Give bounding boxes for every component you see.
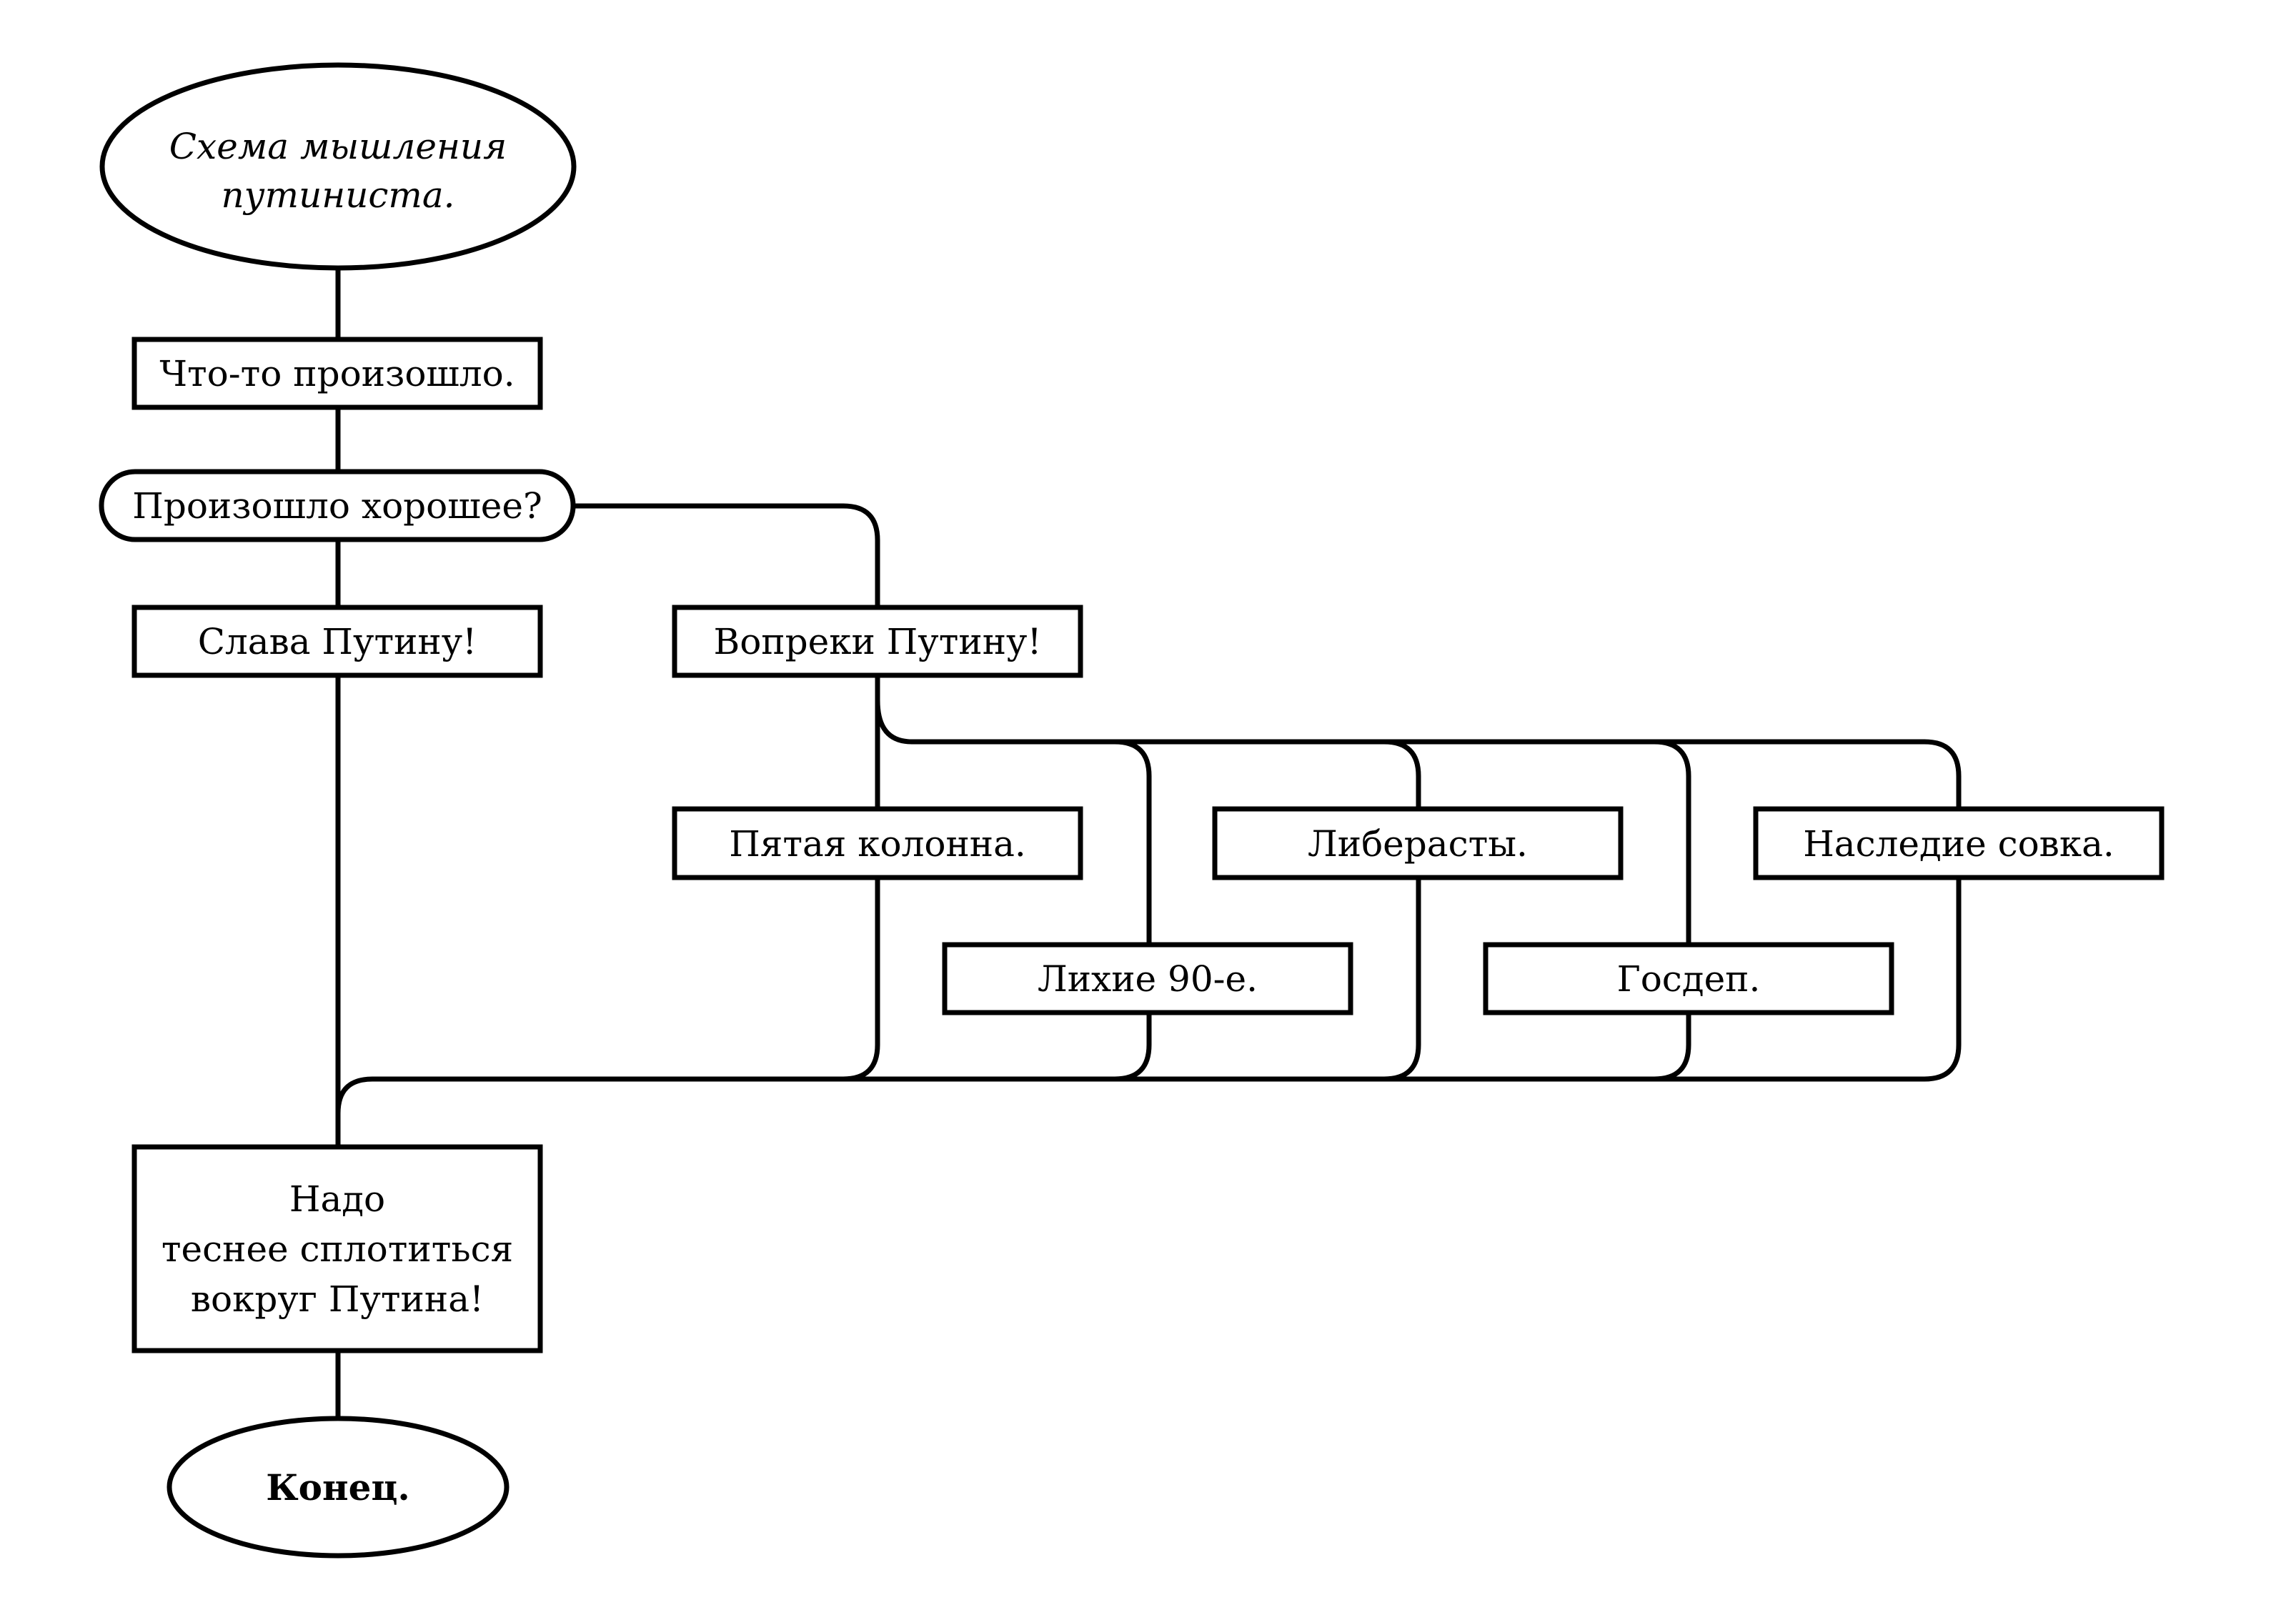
connector-from-fifth-column — [843, 878, 880, 1082]
question-label: Произошло хорошее? — [132, 485, 542, 527]
connector-question-to-no — [572, 503, 880, 607]
start-node: Схема мышления путиниста. — [99, 62, 577, 271]
connector-from-gosdep — [1654, 1013, 1691, 1082]
yes-answer-node: Слава Путину! — [131, 605, 543, 678]
reason-liberasty-label: Либерасты. — [1308, 823, 1528, 865]
reason-fifth-column-box — [672, 806, 1083, 880]
end-ellipse — [167, 1416, 510, 1559]
event-box — [131, 337, 543, 410]
connector-reasons-bottom-bar — [335, 1076, 1924, 1147]
reason-gosdep-node: Госдеп. — [1483, 942, 1894, 1015]
reason-gosdep-label: Госдеп. — [1617, 958, 1761, 1000]
reason-sovok-legacy-box — [1753, 806, 2165, 880]
connectors — [335, 268, 1962, 1418]
conclusion-line2: теснее сплотиться — [161, 1228, 513, 1270]
connector-to-gosdep — [1654, 739, 1691, 945]
start-ellipse — [99, 62, 577, 271]
conclusion-line1: Надо — [289, 1178, 385, 1220]
event-node: Что-то произошло. — [131, 337, 543, 410]
reason-sovok-legacy-label: Наследие совка. — [1803, 823, 2114, 865]
question-box — [99, 469, 576, 542]
no-answer-box — [672, 605, 1083, 678]
connector-from-wild-90s — [1114, 1013, 1152, 1082]
question-node: Произошло хорошее? — [99, 469, 576, 542]
conclusion-line3: вокруг Путина! — [191, 1278, 484, 1320]
no-answer-node: Вопреки Путину! — [672, 605, 1083, 678]
reason-liberasty-box — [1212, 806, 1624, 880]
yes-answer-label: Слава Путину! — [198, 621, 477, 662]
end-label: Конец. — [266, 1466, 410, 1509]
reason-liberasty-node: Либерасты. — [1212, 806, 1624, 880]
connector-to-wild-90s — [1114, 739, 1152, 945]
connector-from-liberasty — [1383, 878, 1421, 1082]
conclusion-node: Надо теснее сплотиться вокруг Путина! — [131, 1144, 543, 1353]
event-label: Что-то произошло. — [159, 353, 515, 394]
end-node: Конец. — [167, 1416, 510, 1559]
connector-reasons-top-bar — [875, 700, 1962, 809]
start-title-line1: Схема мышления — [169, 126, 507, 167]
conclusion-box — [131, 1144, 543, 1353]
reason-fifth-column-label: Пятая колонна. — [729, 823, 1026, 865]
reason-sovok-legacy-node: Наследие совка. — [1753, 806, 2165, 880]
start-title-line2: путиниста. — [221, 174, 454, 216]
reason-wild-90s-box — [942, 942, 1353, 1015]
reason-wild-90s-label: Лихие 90-е. — [1038, 958, 1258, 1000]
no-answer-label: Вопреки Путину! — [713, 621, 1041, 662]
reason-wild-90s-node: Лихие 90-е. — [942, 942, 1353, 1015]
reason-fifth-column-node: Пятая колонна. — [672, 806, 1083, 880]
connector-from-sovok-legacy — [1924, 878, 1962, 1082]
yes-answer-box — [131, 605, 543, 678]
connector-to-liberasty — [1383, 739, 1421, 809]
reason-gosdep-box — [1483, 942, 1894, 1015]
